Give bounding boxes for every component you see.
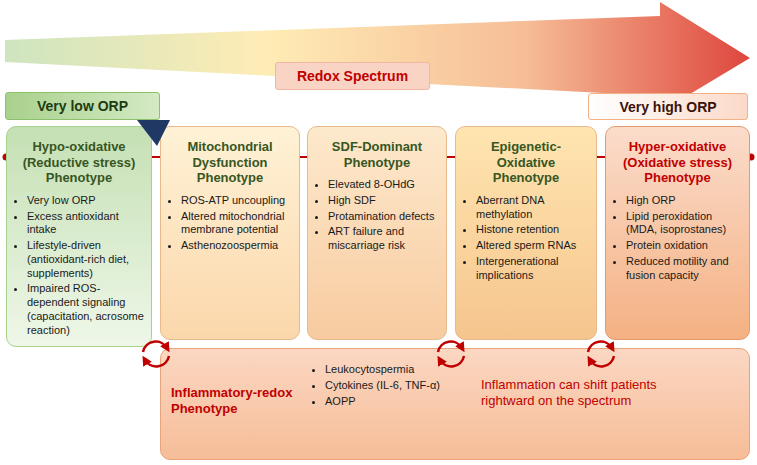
tag-label: Very high ORP (619, 99, 716, 115)
bullet-list: High ORP Lipid peroxidation (MDA, isopros… (612, 194, 743, 283)
bullet-item: Lipid peroxidation (MDA, isoprostanes) (626, 210, 743, 238)
phenotype-heading: SDF-Dominant Phenotype (314, 139, 440, 170)
phenotype-panel: Inflammatory-redox Phenotype Leukocytospe… (160, 348, 750, 460)
phenotype-box: SDF-Dominant PhenotypeElevated 8-OHdG Hig… (307, 126, 447, 340)
phenotype-box: Epigenetic-Oxidative PhenotypeAberrant D… (455, 126, 597, 340)
bullet-list: ROS-ATP uncouplingAltered mitochondrial … (167, 194, 293, 253)
bullet-item: Impaired ROS-dependent signaling (capaci… (27, 282, 145, 337)
bullet-item: Lifestyle-driven (antioxidant-rich diet,… (27, 239, 145, 280)
bullet-item: Intergenerational implications (476, 255, 590, 283)
bullet-list: Aberrant DNA methylationHistone retentio… (462, 194, 590, 283)
bullet-item: Very low ORP (27, 194, 145, 208)
bullet-item: Histone retention (476, 223, 590, 237)
shift-note: Inflammation can shift patients rightwar… (481, 377, 701, 410)
bullet-item: Protein oxidation (626, 239, 743, 253)
bullet-item: Leukocytospermia (325, 363, 485, 377)
phenotype-heading: Hyper-oxidative (Oxidative stress) Pheno… (612, 139, 743, 186)
bullet-list: LeukocytospermiaCytokines (IL-6, TNF-α) A… (311, 363, 485, 410)
spectrum-tag: Redox Spectrum (275, 62, 430, 90)
phenotype-box: Hyper-oxidative (Oxidative stress) Pheno… (605, 126, 750, 340)
bullet-item: Asthenozoospermia (181, 239, 293, 253)
tag-label: Very low ORP (37, 98, 128, 114)
bullet-list: Elevated 8-OHdG High SDF Protamination def… (314, 178, 440, 253)
bullet-item: Reduced motility and fusion capacity (626, 255, 743, 283)
bullet-item: Altered sperm RNAs (476, 239, 590, 253)
bullet-item: Altered mitochondrial membrane potential (181, 210, 293, 238)
phenotype-heading: Epigenetic-Oxidative Phenotype (462, 139, 590, 186)
bullet-item: High ORP (626, 194, 743, 208)
bullet-item: Elevated 8-OHdG (328, 178, 440, 192)
bullet-item: ROS-ATP uncoupling (181, 194, 293, 208)
bullet-item: High SDF (328, 194, 440, 208)
range-tag: Very high ORP (588, 93, 748, 120)
bullet-list: Very low ORP Excess antioxidant intakeLif… (13, 194, 145, 338)
bullet-item: Cytokines (IL-6, TNF-α) (325, 379, 485, 393)
phenotype-heading: Mitochondrial Dysfunction Phenotype (167, 139, 293, 186)
phenotype-heading: Inflammatory-redox Phenotype (171, 385, 299, 418)
phenotype-heading: Hypo-oxidative (Reductive stress) Phenot… (13, 139, 145, 186)
bullet-item: Protamination defects (328, 210, 440, 224)
range-tag: Very low ORP (5, 92, 160, 120)
bullet-item: ART failure and miscarriage risk (328, 225, 440, 253)
bullet-item: Excess antioxidant intake (27, 210, 145, 238)
tag-label: Redox Spectrum (297, 68, 408, 84)
phenotype-box: Mitochondrial Dysfunction PhenotypeROS-A… (160, 126, 300, 340)
bullet-item: AOPP (325, 395, 485, 409)
bullet-item: Aberrant DNA methylation (476, 194, 590, 222)
phenotype-box: Hypo-oxidative (Reductive stress) Phenot… (6, 126, 152, 347)
